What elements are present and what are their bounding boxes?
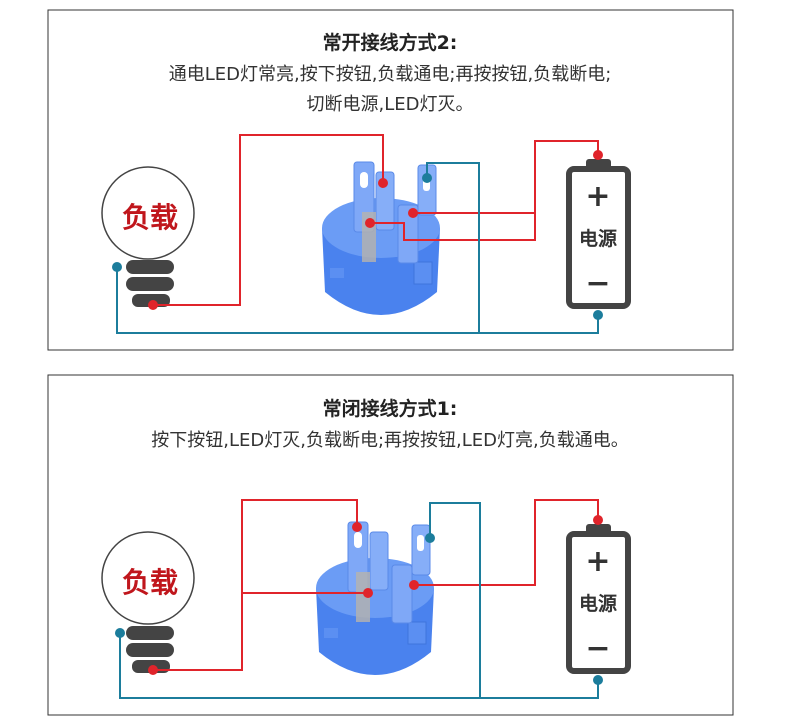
terminal-dot xyxy=(593,150,603,160)
load-label: 负载 xyxy=(122,566,178,599)
panel-title: 常闭接线方式1: xyxy=(323,397,458,420)
load-label: 负载 xyxy=(122,201,178,234)
power-battery-icon: + 电源 − xyxy=(566,524,631,674)
power-battery-icon: + 电源 − xyxy=(566,159,631,309)
terminal-dot xyxy=(363,588,373,598)
terminal-dot xyxy=(148,300,158,310)
load-bulb-icon: 负载 xyxy=(101,531,195,673)
terminal-dot xyxy=(422,173,432,183)
power-label: 电源 xyxy=(579,227,617,250)
plus-sign: + xyxy=(585,179,610,214)
minus-sign: − xyxy=(585,631,610,666)
panel-title: 常开接线方式2: xyxy=(323,31,458,54)
red-wire xyxy=(370,140,599,241)
red-wire xyxy=(414,499,599,586)
plus-sign: + xyxy=(585,544,610,579)
blue-wire xyxy=(119,633,599,699)
blue-wire xyxy=(426,162,480,333)
minus-sign: − xyxy=(585,266,610,301)
terminal-dot xyxy=(593,515,603,525)
panel-normally-closed: 常闭接线方式1: 按下按钮,LED灯灭,负载断电;再按按钮,LED灯亮,负载通电… xyxy=(47,374,734,716)
terminal-dot xyxy=(115,628,125,638)
panel-description-line: 切断电源,LED灯灭。 xyxy=(307,94,474,115)
terminal-dot xyxy=(409,580,419,590)
panel-description-line: 通电LED灯常亮,按下按钮,负载通电;再按按钮,负载断电; xyxy=(169,64,612,85)
terminal-dot xyxy=(593,675,603,685)
power-label: 电源 xyxy=(579,592,617,615)
terminal-dot xyxy=(352,522,362,532)
red-wire xyxy=(153,134,384,306)
terminal-dot xyxy=(408,208,418,218)
terminal-dot xyxy=(425,533,435,543)
terminal-dot xyxy=(112,262,122,272)
terminal-dot xyxy=(593,310,603,320)
blue-wire xyxy=(116,267,599,334)
panel-description-line: 按下按钮,LED灯灭,负载断电;再按按钮,LED灯亮,负载通电。 xyxy=(151,430,628,451)
terminal-dot xyxy=(365,218,375,228)
terminal-dot xyxy=(148,665,158,675)
load-bulb-icon: 负载 xyxy=(101,166,195,307)
terminal-dot xyxy=(378,178,388,188)
blue-wire xyxy=(429,502,481,698)
panel-normally-open: 常开接线方式2: 通电LED灯常亮,按下按钮,负载通电;再按按钮,负载断电; 切… xyxy=(47,9,734,351)
red-wire xyxy=(153,499,358,671)
